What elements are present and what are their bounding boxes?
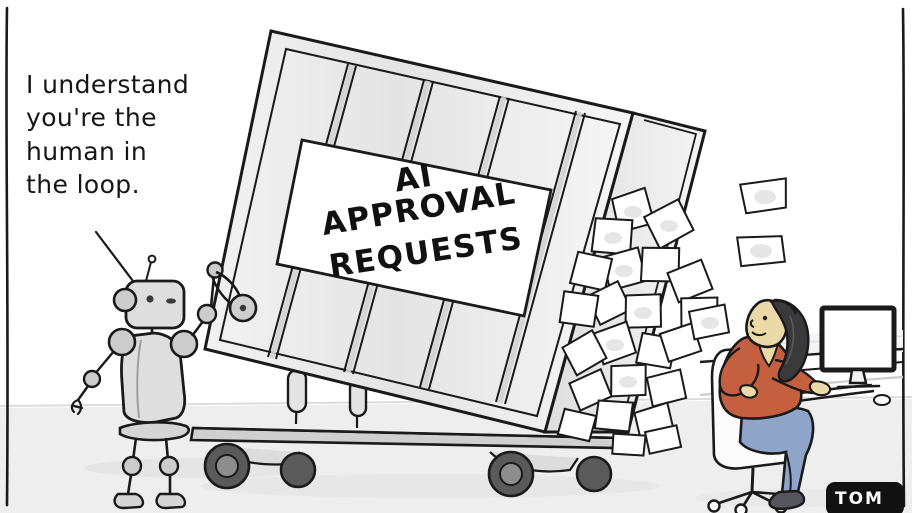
robot-shoulder-left (107, 327, 137, 357)
panel-border-left (5, 6, 9, 507)
robot-claw-left (70, 398, 84, 416)
crate-sign (275, 138, 553, 318)
robot-foot (113, 492, 145, 510)
seated-woman (718, 298, 832, 511)
robot-claw-right (210, 270, 258, 323)
robot-ear (112, 287, 138, 313)
robot-foot (155, 492, 187, 510)
signature-badge (826, 482, 904, 513)
robot-eye-left (146, 295, 154, 303)
desktop-monitor (819, 305, 897, 389)
robot-shoulder-right (169, 329, 199, 359)
mouse (873, 394, 891, 406)
robot-speaking (70, 230, 258, 510)
panel-border-right (901, 7, 906, 508)
robot-eye-right (166, 298, 176, 304)
caption-text: I understand you're the human in the loo… (26, 70, 190, 199)
flatbed-cart (189, 368, 622, 498)
speech-pointer (94, 230, 135, 283)
cart-wheel (203, 442, 613, 498)
artist-signature: TOM (835, 489, 884, 509)
tilting-crate-of-requests (203, 29, 707, 434)
